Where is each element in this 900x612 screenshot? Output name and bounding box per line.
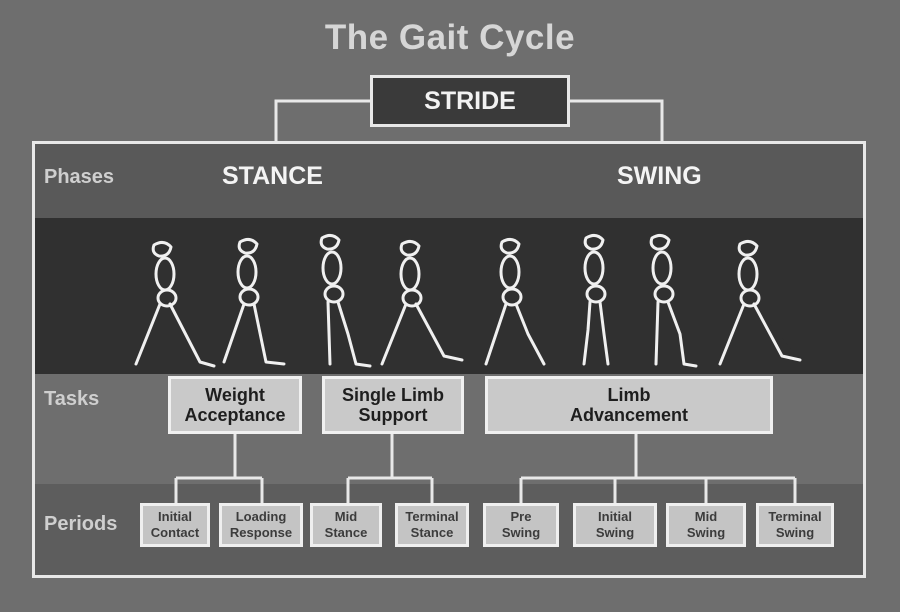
task-weight-acceptance-line2: Acceptance <box>184 405 285 425</box>
walking-figure-initial-swing <box>584 235 608 364</box>
period-pre-swing-line2: Swing <box>502 525 540 540</box>
walking-figure-initial-contact <box>136 242 214 366</box>
walking-figure-loading-response <box>224 239 284 364</box>
period-terminal-swing-line2: Swing <box>776 525 814 540</box>
period-terminal-stance-line1: Terminal <box>405 509 458 524</box>
walking-figure-terminal-swing <box>720 241 800 364</box>
period-initial-swing-line1: Initial <box>598 509 632 524</box>
period-pre-swing-line1: Pre <box>511 509 532 524</box>
period-mid-swing-line1: Mid <box>695 509 717 524</box>
walking-figure-mid-stance <box>321 235 370 366</box>
period-initial-swing-line2: Swing <box>596 525 634 540</box>
task-single-limb-support-line1: Single Limb <box>342 385 444 405</box>
period-loading-response-line1: Loading <box>236 509 287 524</box>
period-mid-stance-line2: Stance <box>325 525 368 540</box>
period-initial-contact-line1: Initial <box>158 509 192 524</box>
task-single-limb-support-line2: Support <box>358 405 427 425</box>
task-limb-advancement-line1: Limb <box>607 385 650 405</box>
task-limb-advancement-line2: Advancement <box>570 405 688 425</box>
period-terminal-stance-line2: Stance <box>411 525 454 540</box>
period-loading-response-line2: Response <box>230 525 292 540</box>
period-terminal-swing-line1: Terminal <box>768 509 821 524</box>
period-mid-stance-line1: Mid <box>335 509 357 524</box>
walking-figure-terminal-stance <box>382 241 462 364</box>
walking-figure-mid-swing <box>651 235 696 366</box>
walking-figure-pre-swing <box>486 239 544 364</box>
period-initial-contact-line2: Contact <box>151 525 199 540</box>
period-mid-swing-line2: Swing <box>687 525 725 540</box>
task-weight-acceptance-line1: Weight <box>205 385 265 405</box>
